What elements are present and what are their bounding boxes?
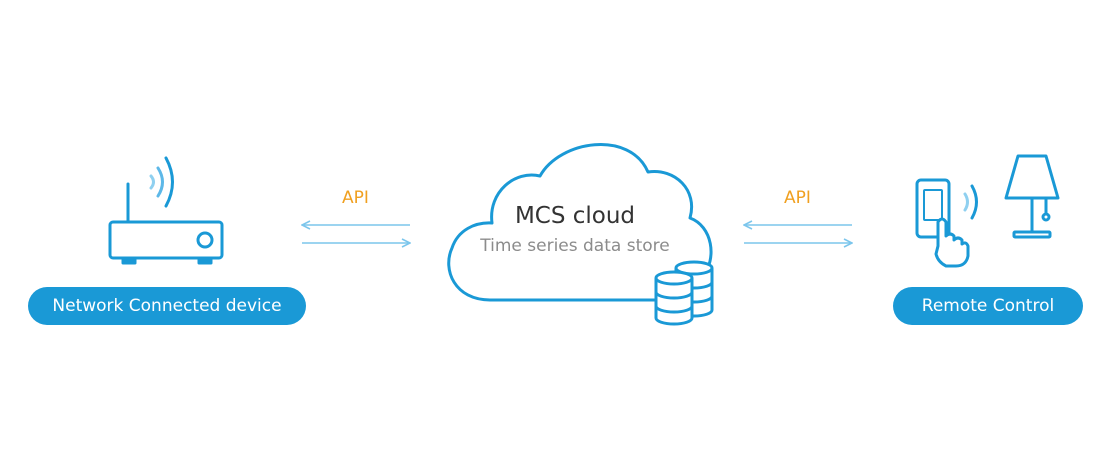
right-api-arrows: [744, 225, 852, 243]
right-node-label: Remote Control: [893, 287, 1083, 325]
smartphone-touch-icon: [915, 178, 970, 268]
remote-signal-icon: [963, 184, 978, 220]
wifi-signal-icon: [149, 156, 174, 208]
lamp-icon: [1004, 154, 1060, 239]
database-icon: [654, 260, 714, 326]
left-api-label: API: [342, 188, 369, 208]
router-icon: [108, 182, 224, 265]
left-api-arrows: [302, 225, 410, 243]
cloud-title: MCS cloud: [514, 203, 636, 229]
cloud-subtitle: Time series data store: [480, 236, 670, 256]
right-api-label: API: [784, 188, 811, 208]
left-node-label: Network Connected device: [28, 287, 306, 325]
